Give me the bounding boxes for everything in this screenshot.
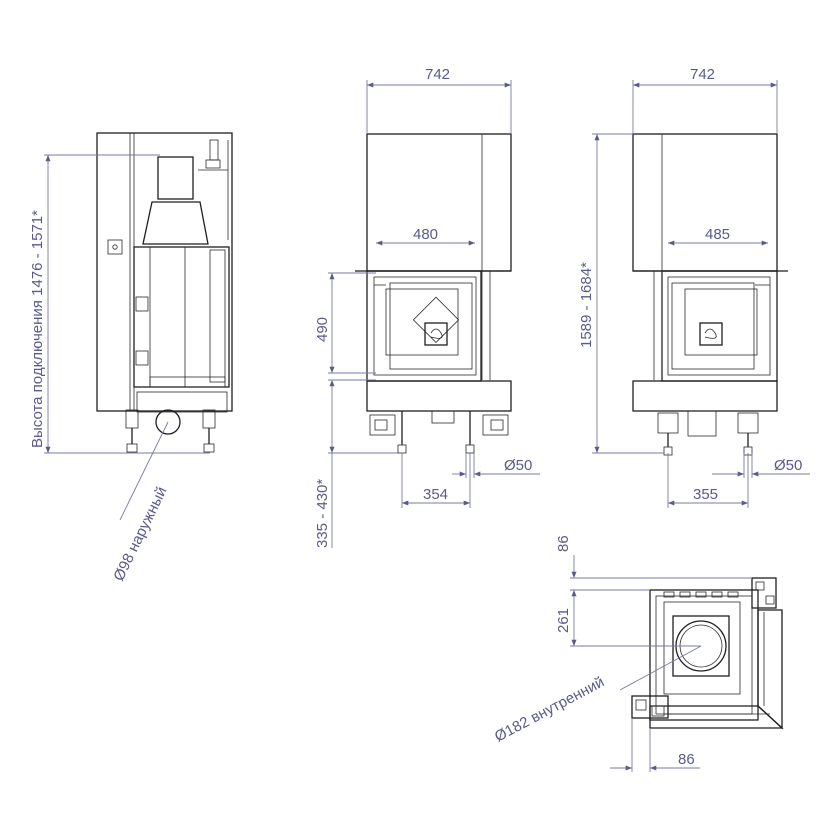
front2-width-label: 742 xyxy=(690,66,715,83)
top-pipe-label: Ø182 внутренний xyxy=(492,673,607,745)
front2-height-label: 1589 - 1684* xyxy=(578,262,595,348)
front2-opening-label: 485 xyxy=(705,226,730,243)
top-86b-label: 86 xyxy=(678,751,695,768)
side-view: Высота подключения 1476 - 1571* Ø98 нару… xyxy=(29,132,233,584)
front1-glass-height-label: 490 xyxy=(314,317,331,342)
front1-leg-offset-label: 354 xyxy=(423,486,448,503)
side-pipe-label: Ø98 наружный xyxy=(110,484,170,584)
front2-pipe-label: Ø50 xyxy=(774,457,802,474)
front1-opening-label: 480 xyxy=(413,226,438,243)
top-86a-label: 86 xyxy=(555,535,572,552)
front1-pipe-label: Ø50 xyxy=(504,457,532,474)
front1-width-label: 742 xyxy=(425,66,450,83)
top-261-label: 261 xyxy=(555,608,572,633)
stove-logo-icon xyxy=(412,296,460,346)
side-height-label: Высота подключения 1476 - 1571* xyxy=(29,210,46,448)
stove-logo-icon xyxy=(699,322,723,346)
front1-leg-height-label: 335 - 430* xyxy=(314,479,331,548)
front2-leg-offset-label: 355 xyxy=(693,486,718,503)
front-view-1: 742 480 490 335 - 430* 354 Ø50 xyxy=(314,66,540,548)
top-view: 86 261 Ø182 внутренний 86 xyxy=(492,535,784,772)
front-view-2: 742 485 1589 - 1684* 355 Ø50 xyxy=(578,66,810,508)
